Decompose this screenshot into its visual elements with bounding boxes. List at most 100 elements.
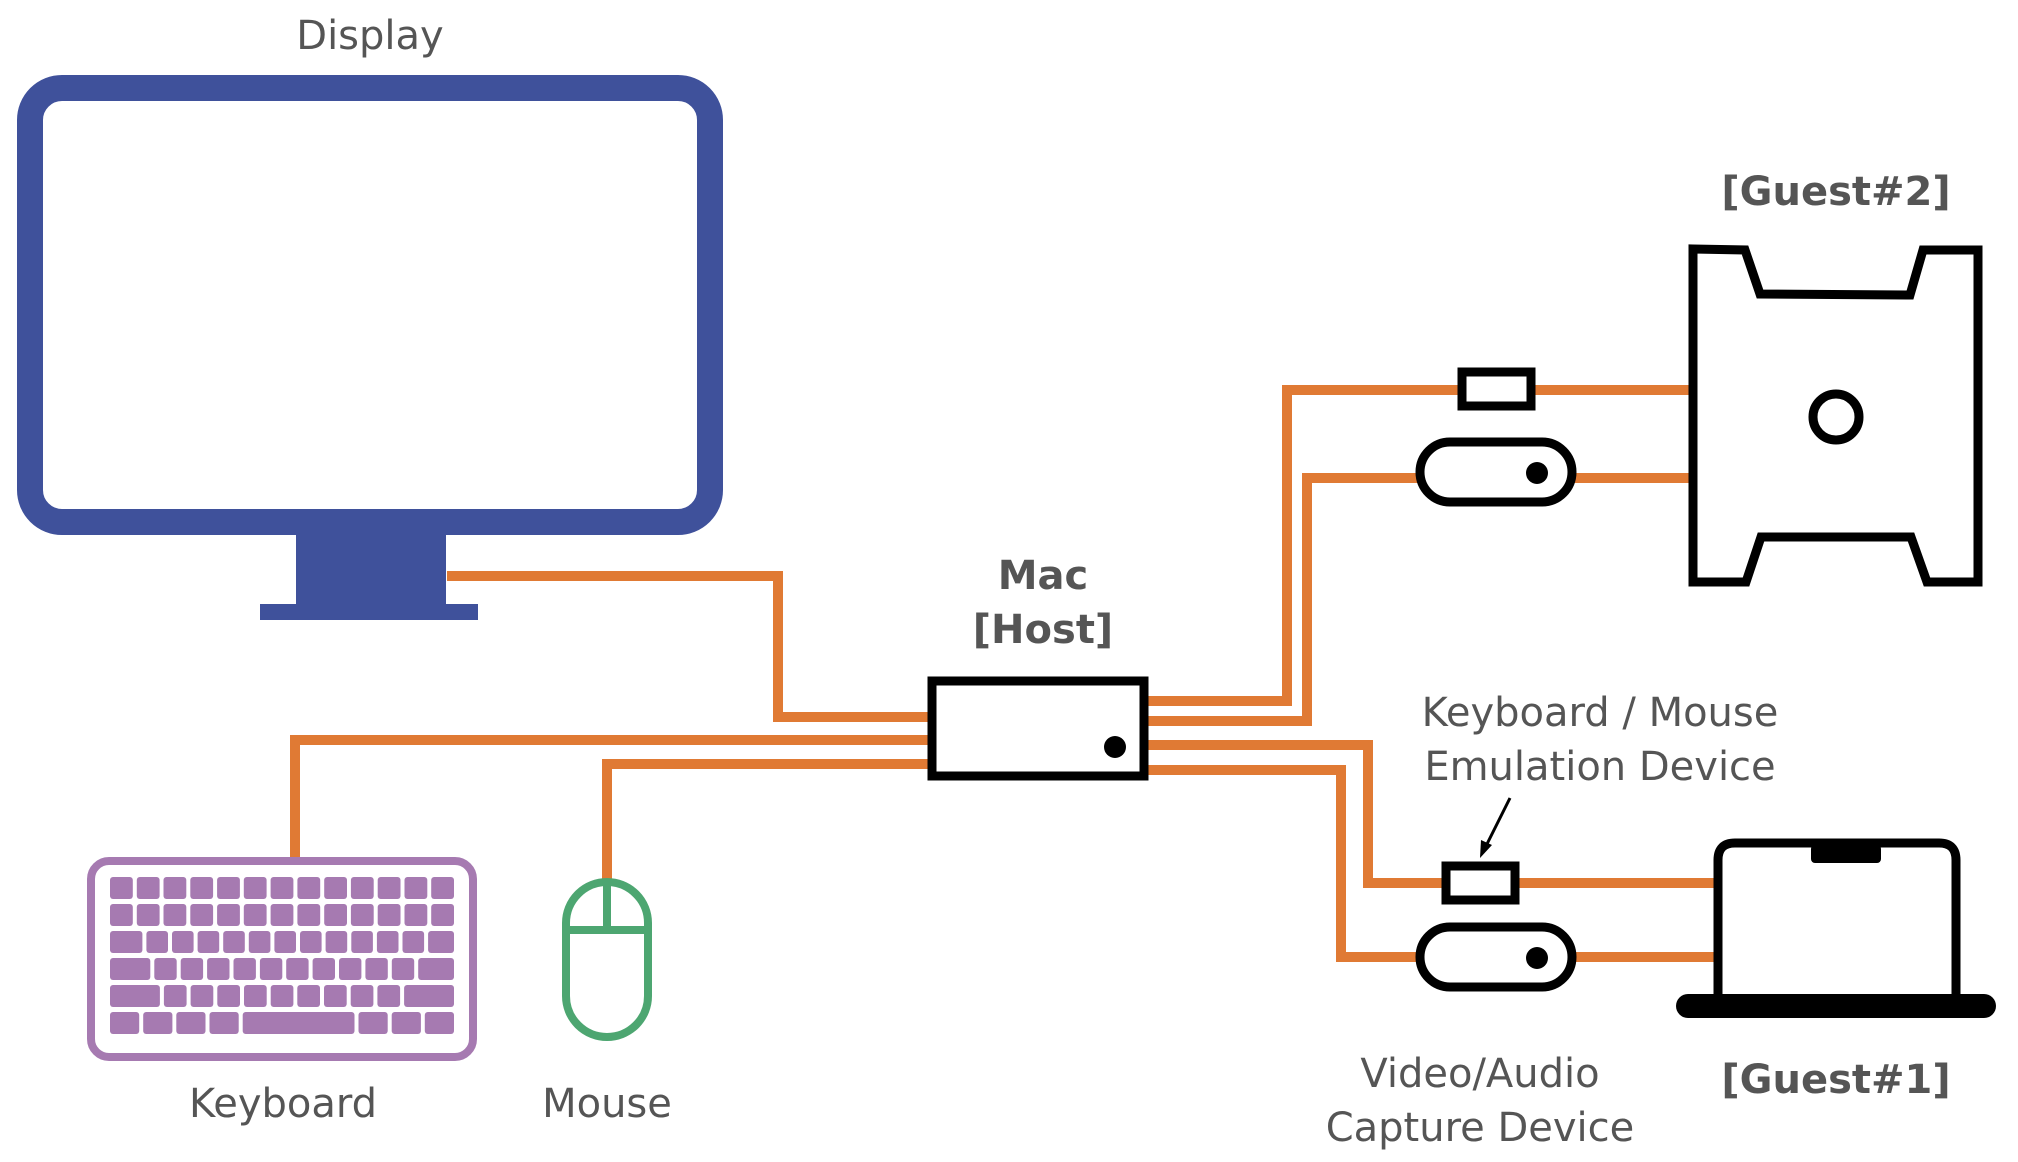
- keyboard-key: [217, 904, 240, 926]
- keyboard-key: [110, 958, 151, 980]
- mac-mini-icon: [927, 676, 1149, 781]
- keyboard-key: [376, 931, 399, 953]
- keyboard-key: [242, 1012, 355, 1034]
- keyboard-key: [217, 985, 240, 1007]
- keyboard-key: [274, 931, 296, 953]
- keyboard-key: [207, 958, 230, 980]
- guest2-label: [Guest#2]: [1721, 169, 1951, 215]
- mac-label-line2: [Host]: [972, 607, 1114, 653]
- keyboard-key: [172, 931, 194, 953]
- keyboard-key: [244, 985, 267, 1007]
- keyboard-key: [209, 1012, 239, 1034]
- keyboard-key: [300, 931, 322, 953]
- keyboard-label: Keyboard: [188, 1081, 378, 1127]
- display-cable: [447, 571, 930, 722]
- keyboard-key: [350, 985, 374, 1007]
- emulation-dongle-icon: [1457, 367, 1536, 411]
- keyboard-key: [180, 958, 204, 980]
- capture-label-line1: Video/Audio: [1360, 1051, 1600, 1097]
- keyboard-keys: [110, 877, 454, 1034]
- emulation-arrow: [1480, 797, 1512, 858]
- keyboard-key: [424, 1012, 454, 1034]
- keyboard-key: [243, 904, 267, 926]
- keyboard-key: [270, 877, 294, 899]
- keyboard-key: [312, 958, 335, 980]
- mac-label-line1: Mac: [997, 553, 1089, 599]
- keyboard-key: [377, 904, 401, 926]
- keyboard-key: [324, 877, 347, 899]
- gaming-pc-icon: [1688, 244, 1983, 587]
- emulation-label-line2: Emulation Device: [1424, 744, 1776, 790]
- keyboard-key: [176, 1012, 206, 1034]
- keyboard-key: [286, 958, 309, 980]
- capture-device-icon: [1415, 437, 1577, 507]
- keyboard-key: [190, 985, 214, 1007]
- keyboard-key: [110, 985, 160, 1007]
- keyboard-key: [431, 877, 454, 899]
- keyboard-key: [136, 877, 160, 899]
- keyboard-key: [351, 931, 373, 953]
- keyboard-key: [190, 904, 214, 926]
- keyboard-key: [358, 1012, 388, 1034]
- keyboard-key: [339, 958, 362, 980]
- keyboard-key: [136, 904, 160, 926]
- keyboard-key: [297, 904, 321, 926]
- guest1-label: [Guest#1]: [1721, 1057, 1951, 1103]
- keyboard-key: [365, 958, 388, 980]
- keyboard-key: [428, 931, 454, 953]
- keyboard-key: [270, 904, 294, 926]
- keyboard-key: [217, 877, 240, 899]
- guest1-capture-cable: [1146, 765, 1420, 962]
- keyboard-key: [431, 904, 454, 926]
- keyboard-key: [233, 958, 256, 980]
- capture-label-line2: Capture Device: [1325, 1105, 1635, 1151]
- mouse-cable: [602, 759, 930, 880]
- guest2-capture-cable: [1146, 473, 1420, 726]
- keyboard-key: [197, 931, 220, 953]
- keyboard-key: [404, 985, 454, 1007]
- capture-device-icon: [1415, 922, 1577, 992]
- monitor-icon: [17, 75, 723, 620]
- keyboard-key: [163, 877, 187, 899]
- keyboard-key: [154, 958, 177, 980]
- keyboard-key: [259, 958, 283, 980]
- keyboard-key: [143, 1012, 173, 1034]
- keyboard-key: [404, 877, 428, 899]
- mouse-icon: [562, 878, 652, 1041]
- keyboard-key: [324, 904, 347, 926]
- keyboard-key: [377, 985, 401, 1007]
- keyboard-key: [297, 877, 321, 899]
- emulation-label-line1: Keyboard / Mouse: [1421, 690, 1779, 736]
- keyboard-key: [350, 904, 374, 926]
- keyboard-key: [270, 985, 294, 1007]
- keyboard-key: [243, 877, 267, 899]
- keyboard-key: [146, 931, 168, 953]
- cables: [290, 385, 1718, 962]
- keyboard-key: [223, 931, 245, 953]
- keyboard-key: [404, 904, 428, 926]
- mouse-label: Mouse: [542, 1081, 672, 1127]
- keyboard-key: [248, 931, 271, 953]
- keyboard-icon: [87, 857, 477, 1061]
- keyboard-cable: [290, 735, 930, 857]
- keyboard-key: [297, 985, 320, 1007]
- emulation-dongle-icon: [1441, 861, 1520, 905]
- keyboard-key: [418, 958, 454, 980]
- keyboard-key: [110, 877, 133, 899]
- keyboard-key: [190, 877, 214, 899]
- keyboard-key: [402, 931, 425, 953]
- keyboard-key: [377, 877, 401, 899]
- keyboard-key: [110, 931, 143, 953]
- keyboard-key: [350, 877, 374, 899]
- display-label: Display: [296, 13, 444, 59]
- guest1-emulation-cable: [1146, 740, 1446, 888]
- keyboard-key: [110, 904, 133, 926]
- keyboard-key: [110, 1012, 140, 1034]
- keyboard-key: [163, 985, 187, 1007]
- keyboard-key: [163, 904, 187, 926]
- keyboard-key: [391, 1012, 421, 1034]
- laptop-icon: [1676, 838, 1996, 1018]
- keyboard-key: [391, 958, 415, 980]
- keyboard-key: [325, 931, 348, 953]
